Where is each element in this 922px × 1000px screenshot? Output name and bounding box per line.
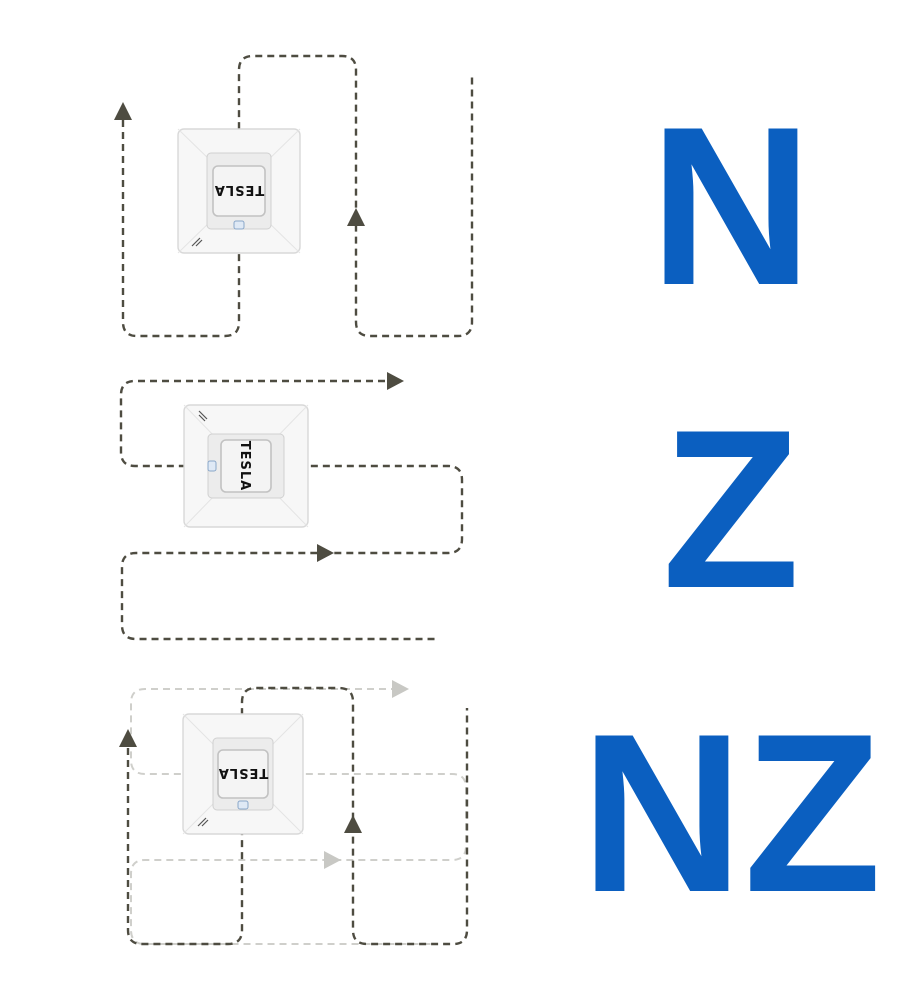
pattern-n: TESLA — [114, 54, 474, 338]
mode-label-nz: NZ — [580, 686, 881, 939]
window-cleaning-robot-icon: TESLA — [177, 128, 301, 254]
mode-label-n: N — [649, 79, 812, 332]
arrow-icon — [114, 102, 132, 120]
arrow-icon — [317, 544, 334, 562]
z-path — [119, 379, 464, 641]
arrow-icon — [347, 208, 365, 226]
brand-label: TESLA — [237, 441, 252, 491]
arrow-icon — [392, 680, 409, 698]
n-path — [121, 54, 474, 338]
nz-n-path — [126, 686, 469, 946]
arrow-icon — [387, 372, 404, 390]
window-cleaning-robot-icon: TESLA — [182, 713, 304, 835]
brand-label: TESLA — [214, 182, 264, 197]
window-cleaning-robot-icon: TESLA — [183, 404, 309, 528]
arrow-icon — [324, 851, 341, 869]
pattern-nz: TESLA — [119, 680, 469, 946]
brand-label: TESLA — [218, 765, 268, 780]
arrow-icon — [119, 729, 137, 747]
arrow-icon — [344, 815, 362, 833]
pattern-z: TESLA — [119, 372, 464, 641]
mode-label-z: Z — [662, 382, 800, 635]
